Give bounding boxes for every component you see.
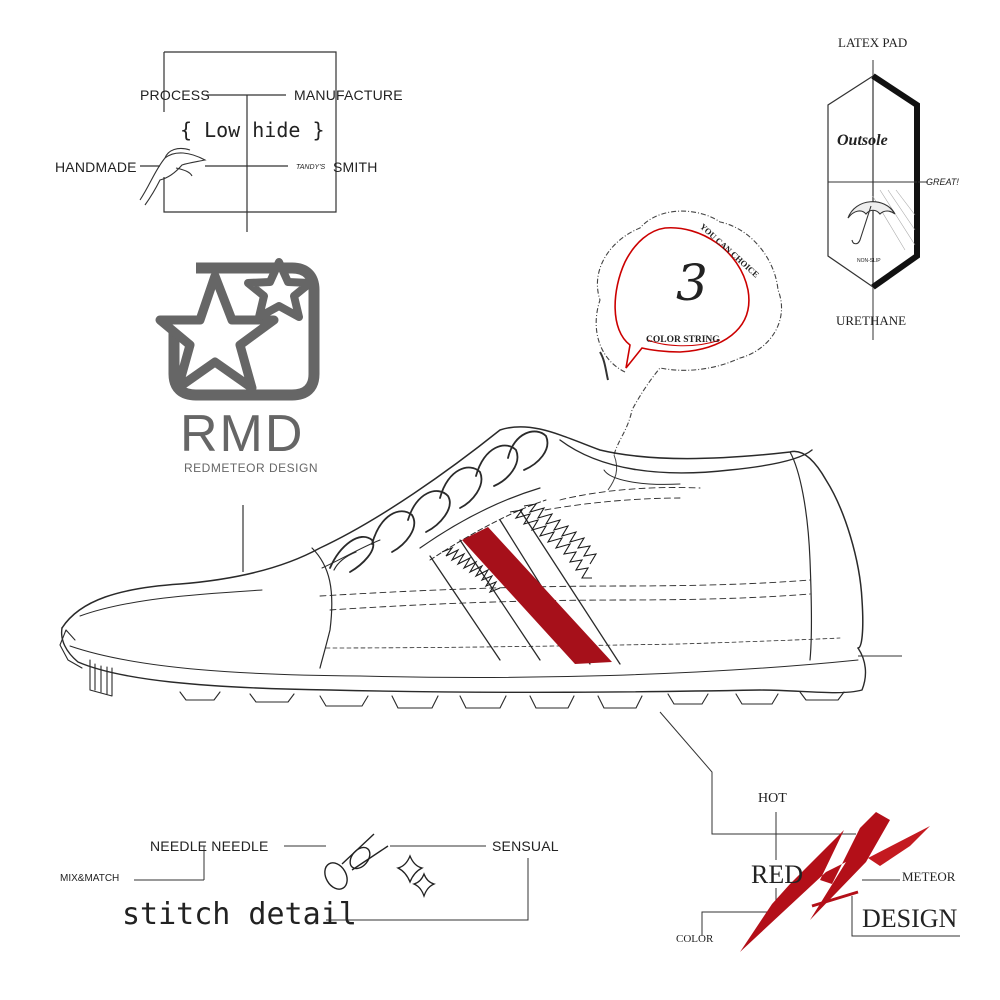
stitch-frame	[134, 845, 529, 921]
handmade-label: HANDMADE	[55, 159, 137, 175]
red-leader-line	[659, 711, 856, 835]
lace-tail	[607, 454, 618, 491]
latex-pad-label: LATEX PAD	[838, 35, 908, 50]
material-label: { Low hide }	[180, 118, 325, 142]
design-label: DESIGN	[862, 904, 958, 933]
sparkle-icons	[396, 854, 436, 899]
color-string-bubble	[595, 210, 783, 456]
non-slip-label: NON-SLIP	[857, 258, 881, 264]
sensual-label: SENSUAL	[492, 838, 559, 854]
stitch-scribbles	[441, 503, 598, 594]
scissors-icon	[324, 833, 389, 890]
meteor-label: METEOR	[902, 869, 956, 884]
process-frame	[140, 51, 337, 232]
color-label: COLOR	[676, 933, 714, 945]
shoe-sketch	[59, 426, 867, 709]
urethane-label: URETHANE	[836, 313, 907, 328]
rmd-logo-mark	[155, 258, 320, 401]
manufacture-label: MANUFACTURE	[294, 87, 403, 103]
hot-label: HOT	[758, 791, 787, 806]
needle-label: NEEDLE NEEDLE	[150, 838, 269, 854]
logo-brand-text: REDMETEOR DESIGN	[184, 461, 319, 475]
mix-match-label: MIX&MATCH	[60, 873, 120, 884]
logo-mark-text: RMD	[180, 405, 305, 463]
stitch-detail-title: stitch detail	[122, 897, 357, 932]
process-label: PROCESS	[140, 87, 210, 103]
hand-sketch	[139, 147, 207, 206]
red-label: RED	[751, 860, 803, 889]
signature-label: TANDY'S	[296, 164, 326, 171]
outsole-diagram	[827, 60, 928, 340]
red-brush-mark	[740, 812, 930, 952]
red-stripe	[462, 527, 612, 664]
color-string-label: COLOR STRING	[646, 335, 720, 345]
umbrella-icon	[847, 201, 896, 245]
smith-label: SMITH	[333, 159, 378, 175]
outsole-title: Outsole	[837, 132, 888, 149]
color-count: 3	[676, 254, 708, 312]
great-note: GREAT!	[926, 177, 959, 187]
